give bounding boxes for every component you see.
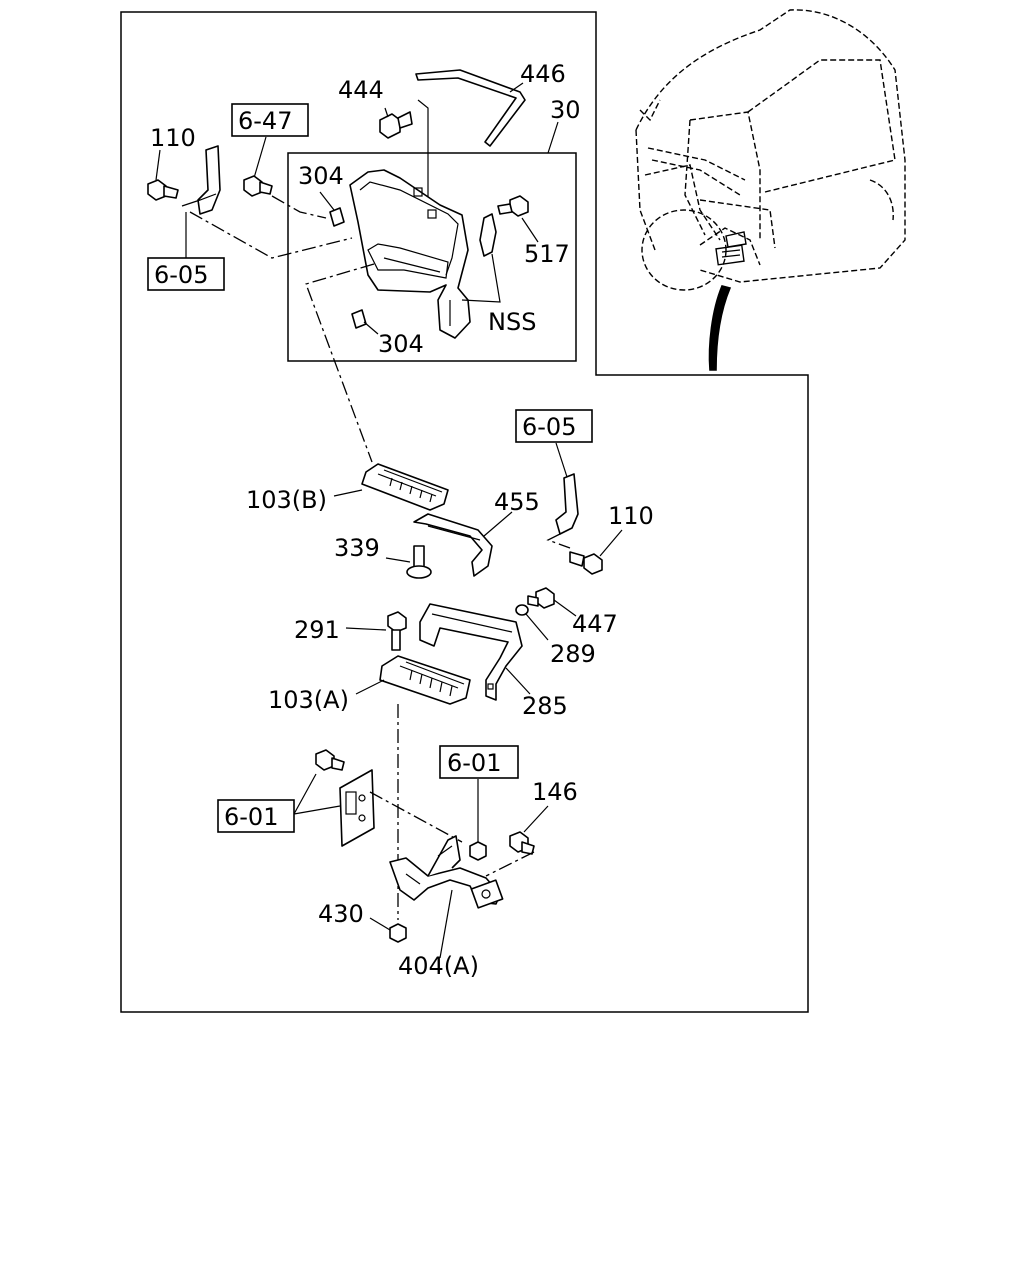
ref-6-47-box: 6-47 bbox=[231, 103, 309, 137]
ref-6-01-center-label: 6-01 bbox=[447, 749, 501, 777]
bolt-6-47 bbox=[243, 175, 273, 197]
ref-6-47-label: 6-47 bbox=[238, 107, 292, 135]
bolt-6-01-left bbox=[315, 749, 345, 771]
label-446: 446 bbox=[520, 60, 566, 88]
mounting-plate bbox=[339, 769, 375, 847]
label-nss: NSS bbox=[488, 308, 536, 336]
label-404a: 404(A) bbox=[398, 952, 479, 980]
diagram-frame bbox=[120, 11, 809, 1013]
nss-clip bbox=[479, 213, 497, 257]
ref-6-05-right-label: 6-05 bbox=[522, 413, 576, 441]
part-110-top-bolt bbox=[147, 179, 179, 201]
part-289-washer bbox=[515, 604, 529, 616]
part-404a-bracket bbox=[389, 835, 504, 909]
label-339: 339 bbox=[334, 534, 380, 562]
part-455-bracket bbox=[413, 513, 493, 577]
part-103a-step bbox=[379, 655, 471, 705]
part-285-bracket bbox=[419, 603, 523, 701]
label-455: 455 bbox=[494, 488, 540, 516]
label-291: 291 bbox=[294, 616, 340, 644]
bracket-right bbox=[555, 473, 579, 535]
label-444: 444 bbox=[338, 76, 384, 104]
label-517: 517 bbox=[524, 240, 570, 268]
pointer-arrow bbox=[708, 285, 732, 371]
part-447-bolt bbox=[527, 587, 555, 609]
nut-6-01-center bbox=[469, 841, 487, 861]
bracket-left-top bbox=[197, 145, 221, 215]
part-444-bolt bbox=[379, 107, 413, 139]
part-339-pin bbox=[406, 545, 432, 579]
label-103a: 103(A) bbox=[268, 686, 349, 714]
ref-6-01-left-label: 6-01 bbox=[224, 803, 278, 831]
ref-6-05-left-box: 6-05 bbox=[147, 257, 225, 291]
label-285: 285 bbox=[522, 692, 568, 720]
label-146: 146 bbox=[532, 778, 578, 806]
label-430: 430 bbox=[318, 900, 364, 928]
ref-6-05-right-box: 6-05 bbox=[515, 409, 593, 443]
ref-6-01-left-box: 6-01 bbox=[217, 799, 295, 833]
label-447: 447 bbox=[572, 610, 618, 638]
part-304-bottom-clip bbox=[351, 309, 367, 329]
part-103b-step bbox=[361, 463, 449, 511]
label-30: 30 bbox=[550, 96, 581, 124]
part-304-top-clip bbox=[329, 207, 345, 227]
part-446-rod bbox=[415, 69, 526, 147]
part-517-bolt bbox=[497, 195, 529, 217]
label-304-bottom: 304 bbox=[378, 330, 424, 358]
part-146-bolt bbox=[509, 831, 535, 855]
label-304-top: 304 bbox=[298, 162, 344, 190]
label-289: 289 bbox=[550, 640, 596, 668]
ref-6-05-left-label: 6-05 bbox=[154, 261, 208, 289]
assembly-30-box bbox=[287, 152, 577, 362]
label-110-right: 110 bbox=[608, 502, 654, 530]
ref-6-01-center-box: 6-01 bbox=[439, 745, 519, 779]
part-291-bolt bbox=[387, 611, 407, 651]
label-110-top: 110 bbox=[150, 124, 196, 152]
part-110-right-bolt bbox=[569, 551, 603, 575]
step-frame-bracket bbox=[349, 169, 471, 339]
label-103b: 103(B) bbox=[246, 486, 327, 514]
truck-cab-illustration bbox=[635, 9, 906, 371]
part-430-nut bbox=[389, 923, 407, 943]
